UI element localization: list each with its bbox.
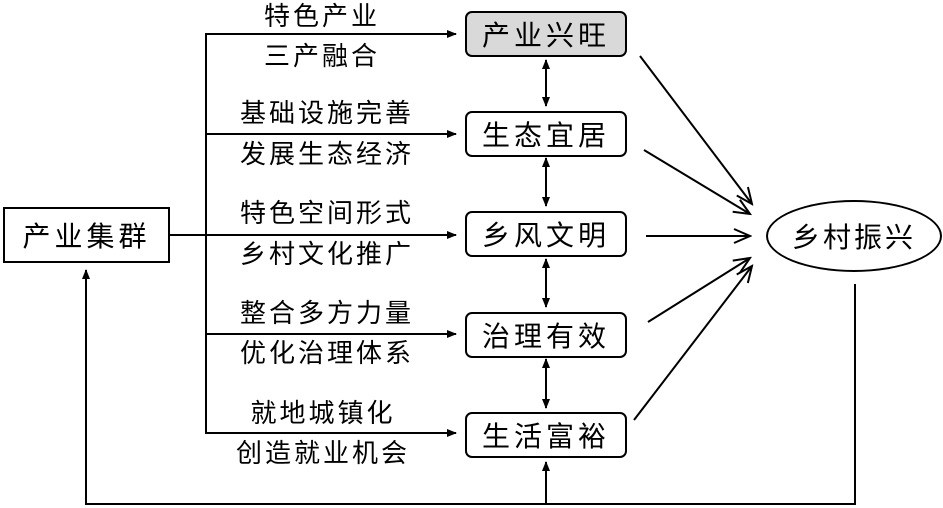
pathway-label-below-4: 优化治理体系 — [239, 339, 415, 369]
to-target-arrow-5 — [633, 266, 752, 421]
outcome-box-5: 生活富裕 — [465, 412, 627, 458]
outcome-label: 乡风文明 — [481, 219, 610, 252]
pathway-label-above-5: 就地城镇化 — [250, 399, 396, 429]
pathway-label-above-1: 特色产业 — [263, 2, 381, 32]
outcome-box-2: 生态宜居 — [465, 111, 627, 157]
pathway-label-below-1: 三产融合 — [263, 42, 381, 72]
source-label: 产业集群 — [22, 220, 151, 253]
pathway-label-below-3: 乡村文化推广 — [239, 240, 415, 270]
target-ellipse-rural-revitalization: 乡村振兴 — [766, 200, 942, 272]
to-target-arrow-1 — [639, 55, 752, 204]
pathway-label-above-4: 整合多方力量 — [239, 299, 415, 329]
pathway-label-below-5: 创造就业机会 — [235, 439, 411, 469]
to-target-arrow-2 — [643, 149, 750, 214]
outcome-label: 治理有效 — [481, 320, 610, 353]
outcome-box-4: 治理有效 — [465, 312, 627, 358]
to-target-arrow-4 — [647, 258, 750, 323]
pathway-label-above-3: 特色空间形式 — [239, 199, 415, 229]
pathway-label-below-2: 发展生态经济 — [239, 140, 415, 170]
source-box-industrial-cluster: 产业集群 — [3, 207, 170, 263]
outcome-box-3: 乡风文明 — [465, 211, 627, 257]
pathway-label-above-2: 基础设施完善 — [239, 99, 415, 129]
target-label: 乡村振兴 — [791, 221, 916, 254]
outcome-box-1: 产业兴旺 — [465, 11, 627, 57]
outcome-label: 生活富裕 — [481, 420, 610, 453]
outcome-label: 生态宜居 — [481, 119, 610, 152]
outcome-label: 产业兴旺 — [481, 19, 610, 52]
